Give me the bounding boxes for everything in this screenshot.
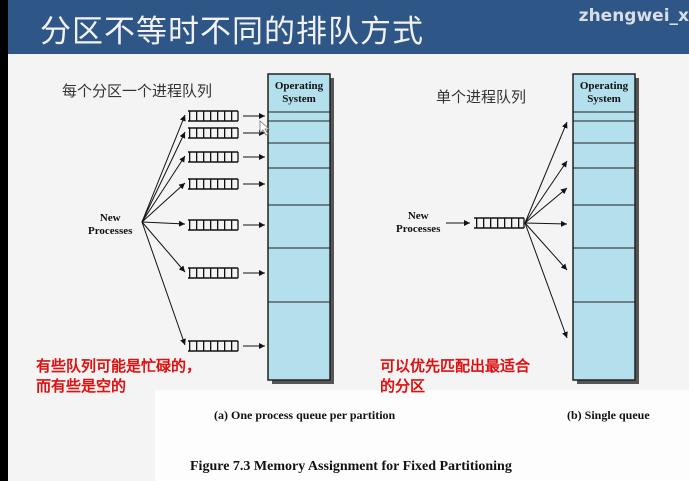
title-bar: 分区不等时不同的排队方式 zhengwei_x <box>8 0 689 54</box>
queue-slots <box>188 111 238 121</box>
dispatch-arrow <box>524 222 568 271</box>
os-line: Operating <box>274 80 324 92</box>
dispatch-arrow <box>524 160 568 224</box>
queue-slots <box>188 128 238 138</box>
note-line: 的分区 <box>380 377 426 395</box>
mouse-cursor-icon <box>259 120 271 136</box>
np-line: Processes <box>396 223 441 235</box>
left-memory-block <box>267 73 334 384</box>
queue-slots <box>474 218 524 228</box>
right-new-processes-label: New Processes <box>396 210 440 236</box>
fan-arrow <box>141 155 186 223</box>
np-line: New <box>407 210 429 222</box>
figure-caption: Figure 7.3 Memory Assignment for Fixed P… <box>190 459 512 474</box>
left-heading: 每个分区一个进程队列 <box>62 82 213 100</box>
dispatch-arrow <box>524 222 568 339</box>
right-caption: (b) Single queue <box>567 408 650 422</box>
queue-slots <box>188 152 238 162</box>
fan-arrow <box>141 220 186 227</box>
single-queue <box>446 121 568 339</box>
fan-arrow <box>141 131 186 223</box>
fan-arrow <box>141 182 186 223</box>
dispatch-arrow <box>524 220 568 227</box>
left-os-label: Operating System <box>268 80 330 106</box>
figure-caption-area <box>155 390 689 481</box>
os-line: System <box>282 93 316 105</box>
fan-arrow <box>141 221 186 346</box>
left-note: 有些队列可能是忙碌的， 而有些是空的 <box>36 356 201 396</box>
queue-slots <box>188 341 238 351</box>
np-line: Processes <box>88 225 133 237</box>
fan-arrow <box>141 114 186 223</box>
right-heading: 单个进程队列 <box>436 88 527 106</box>
fan-arrow <box>141 221 186 273</box>
queue-slots <box>188 268 238 278</box>
queue-slots <box>188 179 238 189</box>
left-queues <box>141 110 265 352</box>
os-line: Operating <box>579 80 629 92</box>
np-line: New <box>99 212 121 224</box>
note-line: 可以优先匹配出最适合 <box>380 357 531 375</box>
right-os-label: Operating System <box>573 80 635 106</box>
dispatch-arrow <box>524 187 568 224</box>
dispatch-arrow <box>524 121 568 224</box>
slide-title: 分区不等时不同的排队方式 <box>40 14 424 50</box>
os-line: System <box>587 93 621 105</box>
queue-slots <box>188 220 238 230</box>
left-new-processes-label: New Processes <box>88 212 132 238</box>
note-line: 有些队列可能是忙碌的， <box>36 357 202 375</box>
note-line: 而有些是空的 <box>36 377 127 395</box>
author-watermark: zhengwei_x <box>578 6 689 26</box>
right-memory-block <box>572 73 639 384</box>
right-note: 可以优先匹配出最适合 的分区 <box>380 356 530 396</box>
left-caption: (a) One process queue per partition <box>214 408 396 422</box>
